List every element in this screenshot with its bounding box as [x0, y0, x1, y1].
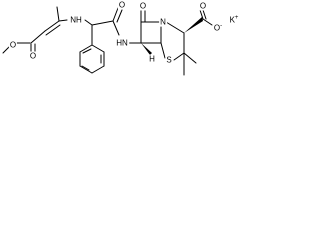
atom-o-lactam: O: [138, 1, 148, 11]
bond-n-to-c3: [165, 21, 185, 34]
atom-o-amide: O: [117, 0, 127, 10]
atom-n-ring: N: [159, 17, 167, 27]
wedge-c6-h: [141, 43, 152, 55]
bond-phenyl-double-b: [81, 65, 90, 71]
atom-s-ring: S: [165, 55, 173, 65]
plus-charge: +: [234, 14, 239, 21]
atom-o-ester-carbonyl: O: [28, 51, 38, 61]
bond-phenyl-1: [91, 44, 105, 53]
potassium-ion: K+: [228, 14, 240, 25]
bond-alkene-to-nh: [58, 19, 68, 22]
bond-s-to-c5: [160, 42, 166, 59]
atom-o-methoxy: O: [8, 40, 18, 50]
bond-phenyl-3: [91, 65, 105, 74]
bond-nh-to-ch: [84, 19, 93, 26]
bond-c2-methyl-a: [183, 52, 197, 64]
minus-charge: -: [220, 22, 223, 29]
bond-phenyl-double-c: [82, 48, 92, 54]
bond-amide-carbonyl-double: [116, 9, 123, 23]
bond-alkene-double-inner: [45, 24, 61, 36]
atom-hn-amide: HN: [115, 38, 129, 48]
bond-carboxyl-double-a: [199, 9, 204, 20]
bond-methyl-o: [2, 46, 10, 54]
atom-nh-enamine: NH: [69, 15, 83, 25]
bond-alkene-double-outer: [44, 20, 60, 32]
potassium-letter: K: [229, 15, 235, 25]
bond-amide-carbonyl: [112, 7, 119, 22]
molecule-structure: [2, 6, 213, 76]
atom-o-carboxylate: O-: [212, 22, 224, 33]
atom-o-carboxyl: O: [198, 1, 208, 11]
bond-phenyl-4: [79, 65, 93, 74]
bond-methyl-branch: [56, 6, 60, 22]
bond-carboxyl-double-b: [202, 9, 207, 20]
bond-amide-c-to-nh: [112, 20, 120, 36]
bond-c2-to-s: [173, 52, 185, 61]
bond-ch-to-amide-c: [91, 20, 114, 26]
bond-phenyl-6: [79, 44, 93, 53]
wedge-c3-carboxyl: [184, 17, 203, 33]
o-carboxylate-letter: O: [213, 23, 221, 33]
bond-ester-to-alkene: [30, 30, 46, 44]
atom-h-stereo: H: [148, 54, 156, 64]
bond-carboxyl-to-o: [202, 18, 213, 26]
